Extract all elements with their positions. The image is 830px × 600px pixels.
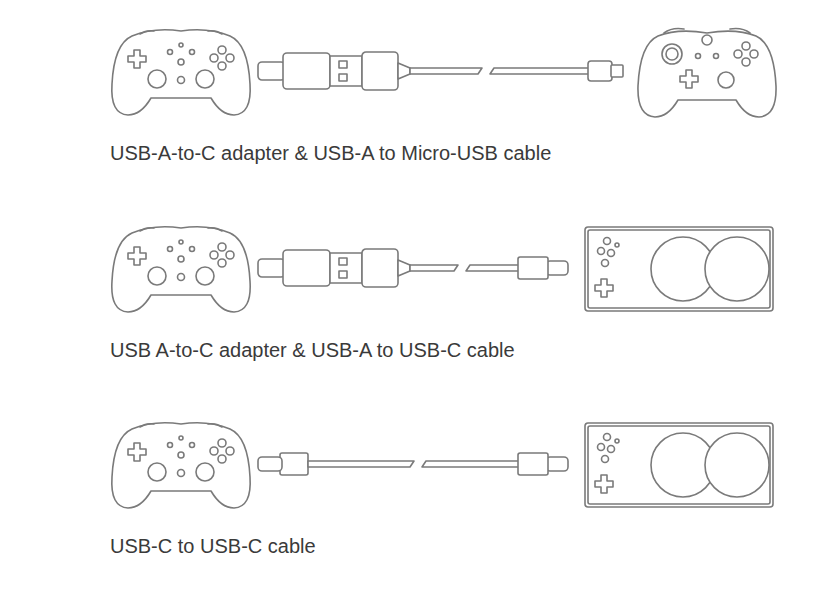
stadia-controller xyxy=(112,227,250,312)
cable xyxy=(422,461,520,467)
caption-text: USB A-to-C adapter & USB-A to USB-C cabl… xyxy=(110,338,515,362)
adaptive-controller xyxy=(585,423,773,507)
row-two-figure xyxy=(112,227,773,312)
cable xyxy=(410,68,482,74)
usb-c-plug xyxy=(518,257,568,279)
caption-text: USB-A-to-C adapter & USB-A to Micro-USB … xyxy=(110,141,551,165)
usb-a-to-c-adapter xyxy=(258,249,410,287)
row-three-figure xyxy=(112,423,773,508)
stadia-controller xyxy=(112,423,250,508)
xbox-controller xyxy=(638,29,776,118)
caption-text: USB-C to USB-C cable xyxy=(110,534,316,558)
usb-c-plug xyxy=(518,453,568,475)
cable xyxy=(410,265,458,271)
usb-a-to-c-adapter xyxy=(258,52,410,90)
micro-usb-tip xyxy=(611,65,623,77)
cable xyxy=(308,461,414,467)
usb-c-tip xyxy=(258,457,282,471)
cable xyxy=(490,68,590,74)
stadia-controller xyxy=(112,30,250,115)
cable xyxy=(466,265,520,271)
row-one-figure xyxy=(112,29,776,118)
micro-usb-plug xyxy=(588,61,612,81)
adaptive-controller xyxy=(585,227,773,311)
usb-c-plug xyxy=(280,453,308,475)
